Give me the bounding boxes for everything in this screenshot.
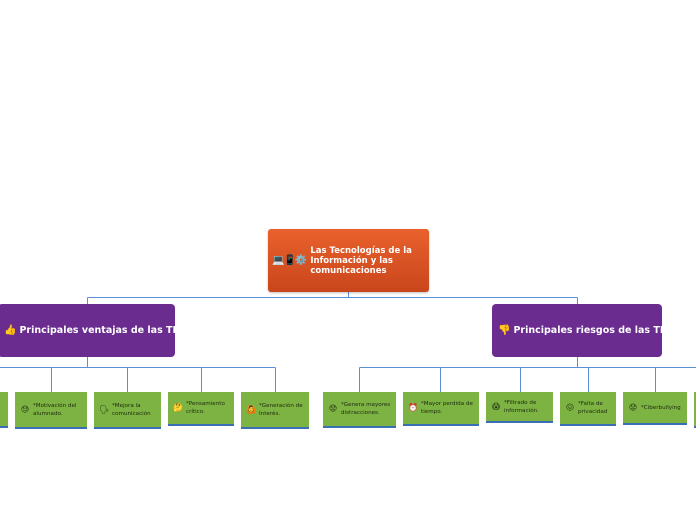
advantage-leaf-pensamiento[interactable]: 🤔 *Pensamiento crítico.: [168, 392, 234, 426]
alarm-clock-icon: ⏰: [408, 403, 418, 412]
leaf-text: *Motivación del alumnado.: [33, 402, 77, 417]
root-topic[interactable]: 💻📱⚙️ Las Tecnologías de la Información y…: [268, 229, 429, 292]
branch-advantages[interactable]: 👍 Principales ventajas de las TIC: [0, 304, 175, 357]
risk-leaf-filtrado[interactable]: 😱 *Filtrado de información.: [486, 392, 553, 423]
screaming-face-icon: 😱: [491, 401, 501, 411]
confounded-face-icon: 😖: [565, 403, 575, 412]
risk-leaf-distracciones[interactable]: 😟 *Genera mayores distracciones.: [323, 392, 396, 428]
advantage-leaf-comunicacion[interactable]: 🗣 *Mejora la comunicación: [94, 392, 161, 429]
root-icons: 💻📱⚙️: [272, 255, 307, 266]
risk-leaf-ciberbullying[interactable]: 😟 *Ciberbullying: [623, 392, 687, 425]
leaf-text: *Falta de privacidad: [578, 401, 608, 415]
branch-risks[interactable]: 👎 Principales riesgos de las TIC: [492, 304, 662, 357]
thumbs-up-icon: 👍: [4, 325, 17, 336]
leaf-text: *Generación de Interés.: [259, 402, 303, 417]
thinking-face-icon: 🤔: [173, 403, 183, 412]
leaf-text: *Mayor perdida de tiempo.: [421, 401, 473, 415]
leaf-text: *Mejora la comunicación: [112, 402, 151, 417]
thumbs-down-icon: 👎: [498, 325, 511, 336]
phone-icon: 📱: [283, 255, 295, 266]
risk-leaf-privacidad[interactable]: 😖 *Falta de privacidad: [560, 392, 616, 426]
connector-risks: [359, 357, 696, 392]
worried-face-icon: 😓: [20, 404, 30, 414]
laptop-icon: 💻: [272, 255, 284, 266]
gear-icon: ⚙️: [294, 255, 307, 266]
risk-leaf-partial[interactable]: [694, 392, 696, 428]
branch-risks-title: Principales riesgos de las TIC: [513, 325, 662, 336]
risk-leaf-tiempo[interactable]: ⏰ *Mayor perdida de tiempo.: [403, 392, 479, 426]
sad-face-icon: 😟: [628, 402, 638, 412]
person-gesturing-icon: 🙆: [246, 404, 256, 414]
branch-advantages-title: Principales ventajas de las TIC: [19, 325, 175, 336]
leaf-text: *Genera mayores distracciones.: [341, 402, 391, 416]
connector-advantages: [0, 357, 276, 392]
leaf-text: *Ciberbullying: [641, 404, 681, 411]
speaking-head-icon: 🗣: [99, 404, 110, 414]
root-label: Las Tecnologías de la Información y las …: [310, 245, 412, 276]
connector-root: [87, 292, 578, 304]
advantage-leaf-interes[interactable]: 🙆 *Generación de Interés.: [241, 392, 309, 429]
leaf-text: *Pensamiento crítico.: [186, 401, 225, 415]
advantage-leaf-partial[interactable]: [0, 392, 8, 428]
leaf-text: *Filtrado de información.: [504, 399, 539, 414]
worried-face-icon: 😟: [328, 404, 338, 413]
advantage-leaf-motivacion[interactable]: 😓 *Motivación del alumnado.: [15, 392, 87, 429]
